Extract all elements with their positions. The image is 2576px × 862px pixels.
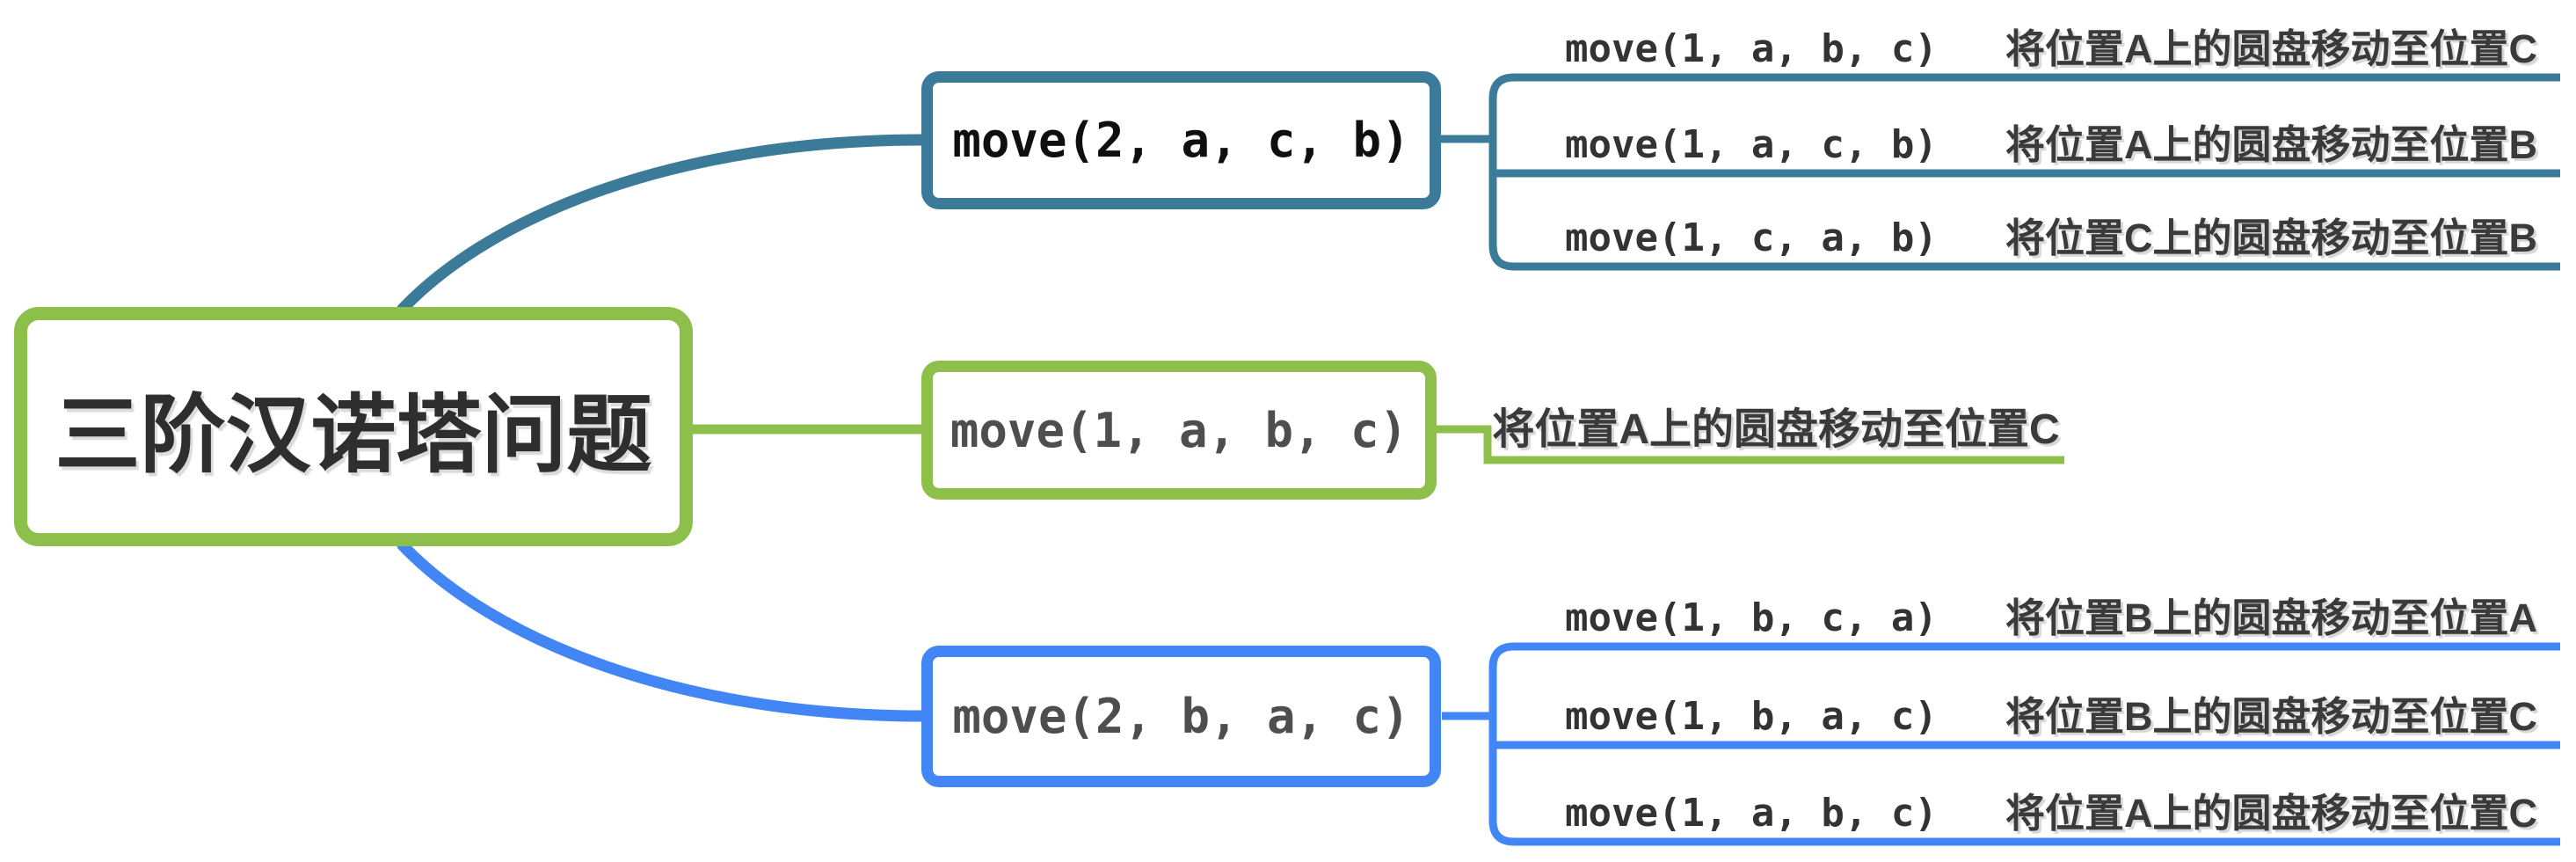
leaf-code-topic[interactable]: move(1, b, c, a) [1565, 595, 1938, 640]
curve-root-to-bottom [397, 539, 929, 722]
root-topic-label: 三阶汉诺塔问题 [55, 386, 652, 483]
curve-root-to-top [397, 134, 929, 315]
leaf-row: move(1, a, c, b) 将位置A上的圆盘移动至位置B [1565, 113, 2560, 164]
leaf-code-topic[interactable]: move(1, c, a, b) [1565, 216, 1938, 260]
leaf-note-topic[interactable]: 将位置A上的圆盘移动至位置C [1492, 406, 2060, 453]
branch-topic-label: move(1, a, b, c) [950, 402, 1408, 458]
leaf-note-topic[interactable]: 将位置A上的圆盘移动至位置C [2005, 791, 2537, 836]
leaf-note-topic[interactable]: 将位置C上的圆盘移动至位置B [2005, 216, 2537, 260]
branch-topic-move1abc[interactable]: move(1, a, b, c) [921, 361, 1437, 500]
leaf-row: move(1, c, a, b) 将位置C上的圆盘移动至位置B [1565, 207, 2560, 258]
leaf-row: move(1, b, a, c) 将位置B上的圆盘移动至位置C [1565, 685, 2560, 736]
branch-topic-label: move(2, b, a, c) [952, 689, 1410, 744]
leaf-row: move(1, a, b, c) 将位置A上的圆盘移动至位置C [1565, 18, 2560, 69]
root-topic[interactable]: 三阶汉诺塔问题 [14, 307, 693, 546]
leaf-code-topic[interactable]: move(1, a, b, c) [1565, 26, 1938, 71]
leaf-code-topic[interactable]: move(1, a, b, c) [1565, 791, 1938, 836]
leaf-note-topic[interactable]: 将位置A上的圆盘移动至位置B [2005, 122, 2537, 167]
leaf-row: move(1, b, c, a) 将位置B上的圆盘移动至位置A [1565, 587, 2560, 638]
leaf-code-topic[interactable]: move(1, a, c, b) [1565, 122, 1938, 167]
branch-topic-label: move(2, a, c, b) [952, 113, 1410, 168]
leaf-row: move(1, a, b, c) 将位置A上的圆盘移动至位置C [1565, 782, 2560, 833]
leaf-note-topic[interactable]: 将位置A上的圆盘移动至位置C [2005, 26, 2537, 71]
leaf-note-topic[interactable]: 将位置B上的圆盘移动至位置A [2005, 595, 2537, 640]
branch-topic-move2bac[interactable]: move(2, b, a, c) [921, 646, 1441, 787]
leaf-note-topic[interactable]: 将位置B上的圆盘移动至位置C [2005, 694, 2537, 739]
branch-topic-move2acb[interactable]: move(2, a, c, b) [921, 71, 1441, 209]
leaf-code-topic[interactable]: move(1, b, a, c) [1565, 694, 1938, 739]
